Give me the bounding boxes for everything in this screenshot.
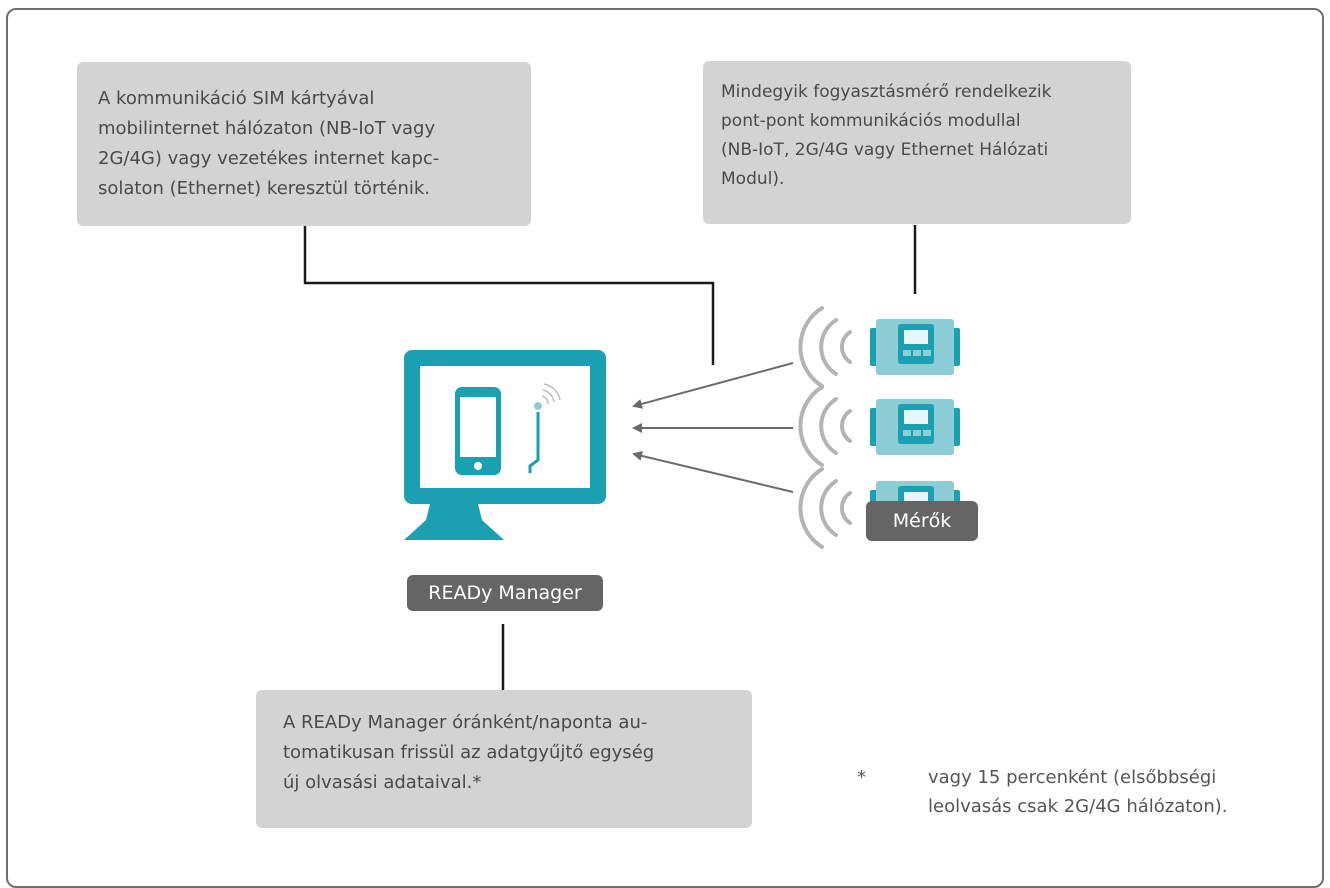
communication-note-line: solaton (Ethernet) keresztül történik. — [98, 178, 431, 199]
communication-note-line: A kommunikáció SIM kártyával — [98, 88, 375, 109]
footnote-line: vagy 15 percenként (elsőbbségi — [928, 767, 1217, 788]
connector-comm-note — [303, 226, 715, 365]
manager-update-note-line: A READy Manager óránként/naponta au- — [283, 712, 648, 733]
meters-label: Mérők — [866, 501, 978, 541]
meter-icon — [870, 399, 960, 455]
wireless-signal-icon — [798, 467, 852, 549]
footnote: * vagy 15 percenként (elsőbbségi leolvas… — [857, 763, 1227, 821]
meter-module-note-line: Mindegyik fogyasztásmérő rendelkezik — [721, 82, 1052, 102]
meter-module-note-line: pont-pont kommunikációs modullal — [721, 111, 1021, 131]
antenna-icon — [528, 383, 561, 473]
manager-update-note-line: tomatikusan frissül az adatgyűjtő egység — [283, 742, 655, 763]
smartphone-icon — [455, 387, 501, 475]
arrow-meter-3 — [632, 450, 794, 493]
arrow-meter-1 — [632, 362, 794, 409]
wireless-signal-icon — [798, 385, 852, 467]
wireless-signal-icon — [798, 306, 852, 388]
monitor-icon — [404, 350, 606, 540]
footnote-line: leolvasás csak 2G/4G hálózaton). — [928, 796, 1228, 817]
communication-note: A kommunikáció SIM kártyával mobilintern… — [77, 62, 531, 226]
communication-note-line: mobilinternet hálózaton (NB-IoT vagy — [98, 118, 436, 139]
meter-module-note-line: (NB-IoT, 2G/4G vagy Ethernet Hálózati — [721, 140, 1049, 160]
footnote-marker: * — [857, 767, 866, 788]
communication-note-line: 2G/4G) vagy vezetékes internet kapc- — [98, 148, 440, 169]
manager-update-note: A READy Manager óránként/naponta au- tom… — [256, 690, 752, 828]
meter-module-note: Mindegyik fogyasztásmérő rendelkezik pon… — [703, 61, 1131, 224]
manager-update-note-line: új olvasási adataival.* — [283, 772, 482, 793]
meter-module-note-line: Modul). — [721, 169, 785, 189]
manager-label: READy Manager — [407, 575, 603, 611]
meter-icon — [870, 319, 960, 375]
